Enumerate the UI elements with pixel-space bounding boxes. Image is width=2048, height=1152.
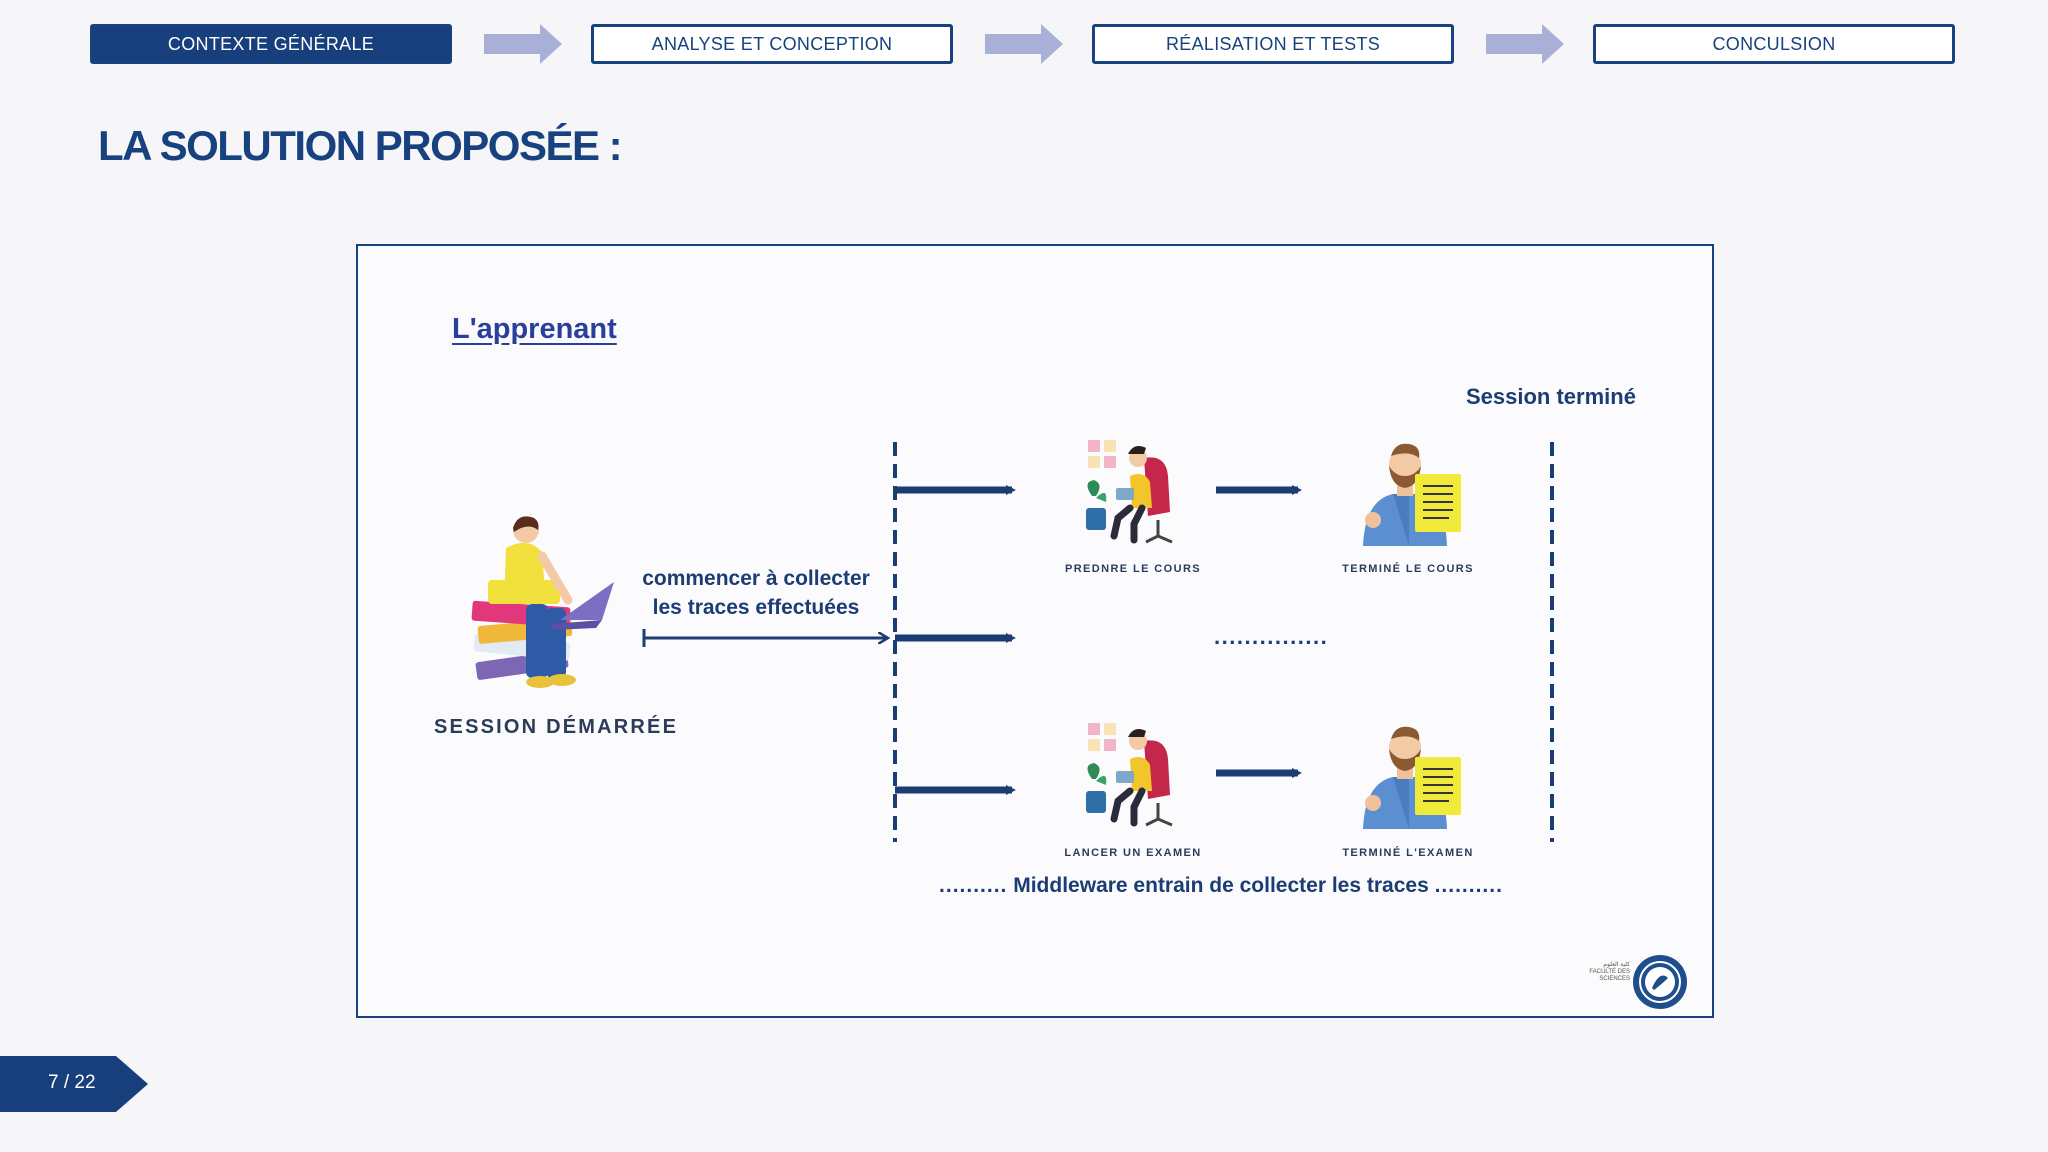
man-with-checklist-icon bbox=[1363, 726, 1461, 829]
ellipsis-dots: ............... bbox=[1214, 624, 1329, 649]
nav-step-contexte[interactable]: CONTEXTE GÉNÉRALE bbox=[90, 24, 452, 64]
learner-link[interactable]: L'apprenant bbox=[452, 313, 617, 345]
session-start-label: SESSION DÉMARRÉE bbox=[434, 716, 679, 738]
nav-arrow-icon bbox=[1486, 24, 1564, 64]
page-title: LA SOLUTION PROPOSÉE : bbox=[98, 122, 623, 169]
solution-diagram: L'apprenant Session terminé SESSION DÉMA… bbox=[356, 244, 1714, 1018]
person-taking-course-icon bbox=[1086, 440, 1173, 544]
step-label-course-done: TERMINÉ LE COURS bbox=[1342, 563, 1474, 575]
step-label-exam-done: TERMINÉ L'EXAMEN bbox=[1342, 847, 1474, 859]
faculty-logo-text: كلية العلوم FACULTÉ DES SCIENCES bbox=[1589, 962, 1630, 982]
collect-traces-text: commencer à collecter les traces effectu… bbox=[642, 567, 870, 619]
nav-step-realisation[interactable]: RÉALISATION ET TESTS bbox=[1092, 24, 1454, 64]
step-label-take-course: PREDNRE LE COURS bbox=[1064, 563, 1202, 575]
page-counter: 7 / 22 bbox=[0, 1056, 150, 1112]
nav-step-analyse[interactable]: ANALYSE ET CONCEPTION bbox=[591, 24, 953, 64]
nav-step-conclusion[interactable]: CONCULSION bbox=[1593, 24, 1955, 64]
session-end-label: Session terminé bbox=[1466, 384, 1636, 409]
flow-arrows bbox=[642, 442, 1554, 842]
nav-arrow-icon bbox=[985, 24, 1063, 64]
page-counter-tab bbox=[0, 1056, 148, 1112]
nav-arrow-icon bbox=[484, 24, 562, 64]
student-on-books-icon bbox=[471, 516, 614, 688]
step-label-start-exam: LANCER UN EXAMEN bbox=[1064, 847, 1202, 859]
person-starting-exam-icon bbox=[1086, 723, 1173, 827]
faculty-logo-icon bbox=[1633, 955, 1687, 1009]
man-with-checklist-icon bbox=[1363, 443, 1461, 546]
page-number: 7 / 22 bbox=[48, 1072, 96, 1093]
middleware-caption: .......... Middleware entrain de collect… bbox=[939, 874, 1503, 897]
